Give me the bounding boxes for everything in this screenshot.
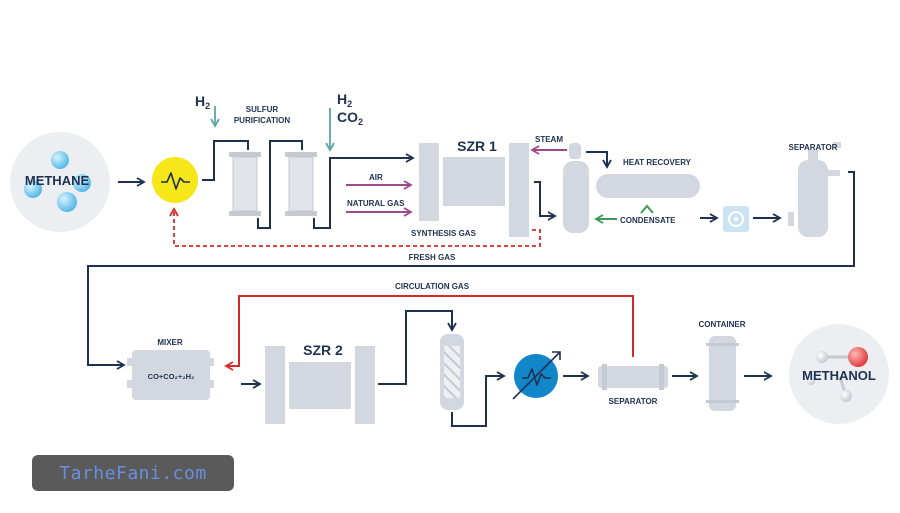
pump[interactable] [723,206,749,232]
process-lines [87,140,855,427]
h2-inlet-label-left: H2 [195,93,210,111]
sulfur-purification-unit-2[interactable] [285,152,317,216]
methanol-product: METHANOL [789,324,889,424]
natural-gas-label: NATURAL GAS [347,199,405,208]
co2-inlet-label: CO2 [337,109,363,127]
air-label: AIR [369,173,383,182]
separator-top-label: SEPARATOR [789,143,838,152]
heat-recovery-label: HEAT RECOVERY [623,158,692,167]
molecule-icon [807,347,868,402]
methanol-label: METHANOL [802,368,876,383]
sulfur-label-line1: SULFUR [246,105,279,114]
sulfur-label-line2: PURIFICATION [234,116,291,125]
fresh-gas-label: FRESH GAS [409,253,456,262]
molecule-icon [24,151,91,212]
mixer[interactable] [127,350,214,400]
feed-lines [346,145,567,217]
pump-icon [728,211,744,227]
container-label: CONTAINER [699,320,746,329]
methane-label: METHANE [25,173,90,188]
hydrogen-inlets [210,106,335,152]
methane-source: METHANE [10,132,110,232]
fresh-gas-line [169,207,541,247]
condensate-label: CONDENSATE [620,216,676,225]
container-vessel[interactable] [706,336,739,411]
mixer-label: MIXER [157,338,183,347]
sulfur-purification-unit-1[interactable] [229,152,261,216]
steam-reformer-vessel[interactable] [563,143,589,233]
heat-recovery-drum[interactable] [596,174,700,198]
separator-bottom-label: SEPARATOR [609,397,658,406]
szr1-reactor[interactable] [419,143,529,237]
steam-label: STEAM [535,135,563,144]
h2-inlet-label-right: H2 [337,91,352,109]
separator-bottom[interactable] [598,364,668,390]
wave-icon [161,172,190,190]
mixer-formula: CO+CO₂+₂H₂ [148,372,195,381]
szr2-label: SZR 2 [303,342,343,358]
szr2-reactor[interactable] [265,346,375,424]
synthesis-gas-label: SYNTHESIS GAS [411,229,477,238]
packed-reactor[interactable] [440,334,464,410]
heater[interactable] [152,157,198,203]
watermark-text: TarheFani.com [59,462,207,484]
szr1-label: SZR 1 [457,138,497,154]
circulation-gas-label: CIRCULATION GAS [395,282,470,291]
watermark-badge: TarheFani.com [32,455,234,491]
heat-exchanger[interactable] [512,351,561,400]
separator-top[interactable] [788,142,841,237]
condensate-line [594,204,654,224]
heat-exchanger-icon [512,351,561,400]
circulation-gas-line [224,295,634,371]
